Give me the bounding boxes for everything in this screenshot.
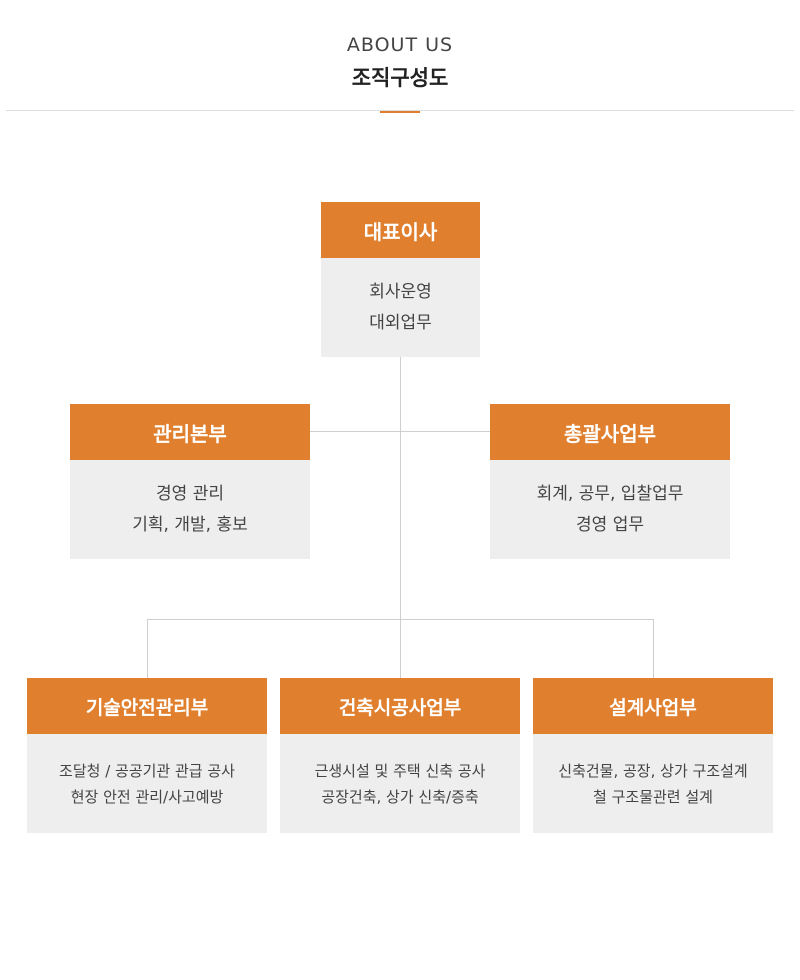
connector-drop-left — [147, 619, 148, 679]
tech-duty-line: 현장 안전 관리/사고예방 — [70, 787, 224, 806]
admin-duty-line: 경영 관리 — [156, 483, 224, 504]
design-duty-line: 신축건물, 공장, 상가 구조설계 — [558, 761, 748, 780]
general-duties: 회계, 공무, 입찰업무 경영 업무 — [490, 460, 730, 559]
tech-duty-line: 조달청 / 공공기관 관급 공사 — [59, 761, 235, 780]
connector-horizontal-mid — [309, 431, 490, 432]
org-box-ceo: 대표이사 회사운영 대외업무 — [321, 202, 480, 357]
tech-duties: 조달청 / 공공기관 관급 공사 현장 안전 관리/사고예방 — [27, 734, 267, 833]
design-title: 설계사업부 — [533, 678, 773, 734]
general-duty-line: 경영 업무 — [576, 514, 644, 535]
ceo-duties: 회사운영 대외업무 — [321, 258, 480, 357]
section-subtitle: ABOUT US — [346, 34, 454, 56]
tech-title: 기술안전관리부 — [27, 678, 267, 734]
construction-title: 건축시공사업부 — [280, 678, 520, 734]
connector-horizontal-bottom — [147, 619, 654, 620]
title-accent-bar — [380, 111, 420, 113]
org-box-construction: 건축시공사업부 근생시설 및 주택 신축 공사 공장건축, 상가 신축/증축 — [280, 678, 520, 833]
connector-vertical-main — [400, 357, 401, 679]
design-duties: 신축건물, 공장, 상가 구조설계 철 구조물관련 설계 — [533, 734, 773, 833]
admin-title: 관리본부 — [70, 404, 310, 460]
header-divider — [6, 110, 794, 111]
ceo-duty-line: 대외업무 — [369, 312, 432, 333]
org-box-tech-safety: 기술안전관리부 조달청 / 공공기관 관급 공사 현장 안전 관리/사고예방 — [27, 678, 267, 833]
general-duty-line: 회계, 공무, 입찰업무 — [536, 483, 684, 504]
construction-duty-line: 공장건축, 상가 신축/증축 — [321, 787, 479, 806]
org-box-admin: 관리본부 경영 관리 기획, 개발, 홍보 — [70, 404, 310, 559]
page-title: 조직구성도 — [351, 66, 449, 90]
general-title: 총괄사업부 — [490, 404, 730, 460]
construction-duties: 근생시설 및 주택 신축 공사 공장건축, 상가 신축/증축 — [280, 734, 520, 833]
connector-drop-right — [653, 619, 654, 679]
org-box-design: 설계사업부 신축건물, 공장, 상가 구조설계 철 구조물관련 설계 — [533, 678, 773, 833]
construction-duty-line: 근생시설 및 주택 신축 공사 — [314, 761, 486, 780]
admin-duty-line: 기획, 개발, 홍보 — [132, 514, 248, 535]
org-box-general: 총괄사업부 회계, 공무, 입찰업무 경영 업무 — [490, 404, 730, 559]
admin-duties: 경영 관리 기획, 개발, 홍보 — [70, 460, 310, 559]
design-duty-line: 철 구조물관련 설계 — [593, 787, 713, 806]
ceo-title: 대표이사 — [321, 202, 480, 258]
ceo-duty-line: 회사운영 — [369, 281, 432, 302]
